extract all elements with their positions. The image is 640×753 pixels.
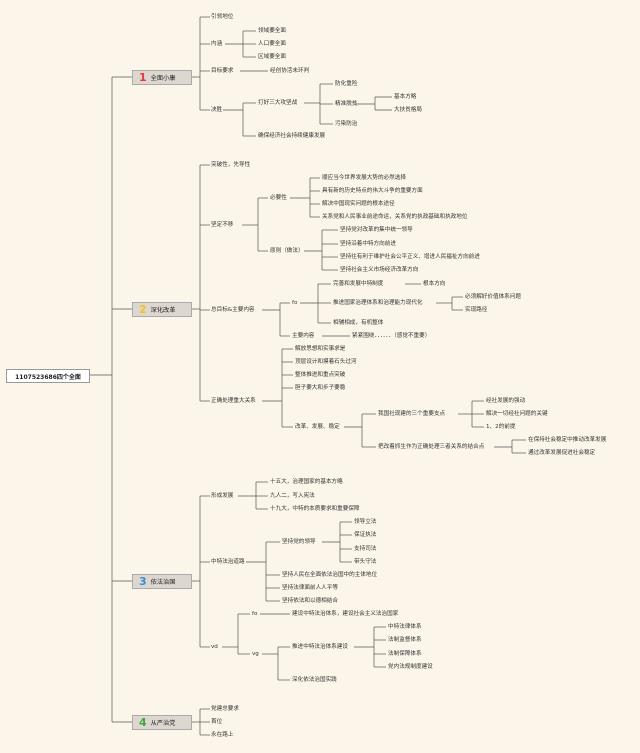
root-node[interactable]: 1107523686四个全面 <box>6 369 90 383</box>
node-yuanze[interactable]: 原则（做法） <box>270 248 304 254</box>
node-shenhua-fazhi[interactable]: 深化依法治国实践 <box>292 677 337 683</box>
node-neihan-3[interactable]: 区域要全面 <box>258 54 286 60</box>
node-vd[interactable]: vd <box>211 644 218 650</box>
node-tuijin[interactable]: 推进国家治理体系和治理能力现代化 <box>333 300 423 306</box>
node-yuanze-2[interactable]: 坚持沿着中特方向前进 <box>340 241 396 247</box>
node-fo-3[interactable]: fo <box>252 611 258 617</box>
node-lingdao-4[interactable]: 带头守法 <box>354 559 377 565</box>
section-4-node[interactable]: 4 从严治党 <box>132 715 192 730</box>
node-fo-3-content[interactable]: 建设中特法治体系，建设社会主义法治国家 <box>292 611 399 617</box>
node-tupo[interactable]: 突破性，先导性 <box>211 162 251 168</box>
section-3-node[interactable]: 3 依法治国 <box>132 574 192 589</box>
node-xingcheng[interactable]: 形成发展 <box>211 493 234 499</box>
node-sanda[interactable]: 打好三大攻坚战 <box>258 100 298 106</box>
node-biyao-3[interactable]: 解决中国现实问题的根本途径 <box>322 201 395 207</box>
section-2-node[interactable]: 2 深化改革 <box>132 302 192 317</box>
section-3-badge: 3 <box>139 575 147 588</box>
node-juece[interactable]: 决胜 <box>211 107 223 113</box>
section-2-title: 深化改革 <box>150 307 176 314</box>
node-jianchi-dang[interactable]: 坚持党的领导 <box>282 539 316 545</box>
node-yuanze-3[interactable]: 坚持往有利于维护社会公平正义、增进人民福祉方向前进 <box>340 254 480 260</box>
node-guanxi-3[interactable]: 整体推进和重点突破 <box>295 372 346 378</box>
node-zhongte-fazhi[interactable]: 中特法治道路 <box>211 559 245 565</box>
node-bagaige-1[interactable]: 在保持社会稳定中推动改革发展 <box>528 437 607 443</box>
node-biyao-4[interactable]: 关系党和人民事业前途命运，关系党的执政基础和执政地位 <box>322 214 468 220</box>
node-zhuyaoneirong[interactable]: 主要内容 <box>292 333 315 339</box>
node-sanzhidian-1[interactable]: 经社发展的强动 <box>486 398 526 404</box>
node-bagaige-2[interactable]: 通过改革发展促进社会稳定 <box>528 450 596 456</box>
node-fanghua[interactable]: 防化重险 <box>335 81 358 87</box>
node-renmin[interactable]: 坚持人民在全面依法治国中的主体地位 <box>282 572 378 578</box>
section-1-badge: 1 <box>139 71 147 84</box>
section-1-title: 全面小康 <box>150 75 176 82</box>
node-jingzhun[interactable]: 精准脱贫 <box>335 101 358 107</box>
node-zhuyaoneirong-content[interactable]: 紧紧围绕．．．．．．（感觉不重要） <box>352 333 431 339</box>
node-jingzhun-1[interactable]: 基本方略 <box>394 94 417 100</box>
node-guanxi-2[interactable]: 顶层设计和摸着石头过河 <box>295 359 357 365</box>
node-biyao-1[interactable]: 顺应当今世界发展大势的必然选择 <box>322 175 406 181</box>
node-neihan-2[interactable]: 人口要全面 <box>258 41 286 47</box>
node-sanzhidian-3[interactable]: 1、2的前提 <box>486 424 516 430</box>
node-guanxi-1[interactable]: 解放思想和实事求是 <box>295 346 346 352</box>
node-tuijin-fazhi[interactable]: 推进中特法治体系建设 <box>292 644 348 650</box>
node-xingcheng-1[interactable]: 十五大，治理国家的基本方略 <box>270 479 343 485</box>
node-jingji[interactable]: 确保经济社会持续健康发展 <box>258 133 326 139</box>
node-neihan[interactable]: 内涵 <box>211 41 223 47</box>
node-mubiao[interactable]: 目标要求 <box>211 68 234 74</box>
node-xingcheng-3[interactable]: 十九大，中特的本质要求和重要保障 <box>270 506 360 512</box>
node-sanzhidian-2[interactable]: 解决一切经社问题的关键 <box>486 411 548 417</box>
section-3-title: 依法治国 <box>150 579 176 586</box>
node-tixi-1[interactable]: 中特法律体系 <box>388 624 422 630</box>
node-fo-2[interactable]: fo <box>292 300 298 306</box>
node-zongmubiao[interactable]: 总目标&主要内容 <box>211 307 255 313</box>
node-yuanze-4[interactable]: 坚持社会主义市场经济改革方向 <box>340 267 419 273</box>
node-shouwei[interactable]: 首位 <box>211 719 223 725</box>
node-biyao[interactable]: 必要性 <box>270 195 287 201</box>
node-tixi-4[interactable]: 党内法规制度建设 <box>388 664 433 670</box>
section-4-badge: 4 <box>139 716 147 729</box>
node-xiangfu[interactable]: 相辅相成，有机整体 <box>333 320 384 326</box>
node-wuran[interactable]: 污染防治 <box>335 121 358 127</box>
node-yongzai[interactable]: 永在路上 <box>211 732 234 738</box>
node-lingdao-1[interactable]: 领导立法 <box>354 519 377 525</box>
node-biyao-2[interactable]: 具有新的历史特点的伟大斗争的重要方面 <box>322 188 423 194</box>
node-xingcheng-2[interactable]: 九人二，写入宪法 <box>270 493 315 499</box>
node-bagaige[interactable]: 把改着抓生作为正确处理三者关系的结合点 <box>378 444 485 450</box>
node-yide[interactable]: 坚持依法和以德相结合 <box>282 598 338 604</box>
node-wanshan[interactable]: 完善和发展中特制度 <box>333 281 384 287</box>
node-tuijin-2[interactable]: 实现路径 <box>465 307 488 313</box>
node-jingzhun-2[interactable]: 大扶贫格局 <box>394 107 422 113</box>
node-tuijin-1[interactable]: 必须解好价值体系问题 <box>465 294 521 300</box>
section-4-title: 从严治党 <box>150 720 176 727</box>
node-tixi-3[interactable]: 法制保障体系 <box>388 651 422 657</box>
node-sanzhidian[interactable]: 我国社现建的三个重要支点 <box>378 411 446 417</box>
node-jianding[interactable]: 坚定不移 <box>211 222 234 228</box>
node-lingdao-2[interactable]: 保证执法 <box>354 532 377 538</box>
node-yuanze-1[interactable]: 坚持党对改革的集中统一领导 <box>340 227 413 233</box>
node-zhengque[interactable]: 正确处理重大关系 <box>211 398 256 404</box>
node-pingdeng[interactable]: 坚持法律面前人人平等 <box>282 585 338 591</box>
node-wanshan-content[interactable]: 根本方向 <box>423 281 446 287</box>
node-vg[interactable]: vg <box>252 651 259 657</box>
section-2-badge: 2 <box>139 303 147 316</box>
node-neihan-1[interactable]: 领域要全面 <box>258 28 286 34</box>
node-tixi-2[interactable]: 法制监督体系 <box>388 637 422 643</box>
node-dangjian[interactable]: 党建总要求 <box>211 706 239 712</box>
section-1-node[interactable]: 1 全面小康 <box>132 70 192 85</box>
node-lingdao-3[interactable]: 支持司法 <box>354 546 377 552</box>
node-yinling[interactable]: 引领地位 <box>211 14 234 20</box>
node-guanxi-4[interactable]: 胆子要大和步子要稳 <box>295 385 346 391</box>
node-mubiao-content[interactable]: 经创协活未环判 <box>270 68 310 74</box>
node-gaige-fazhan[interactable]: 改革、发展、稳定 <box>295 424 340 430</box>
